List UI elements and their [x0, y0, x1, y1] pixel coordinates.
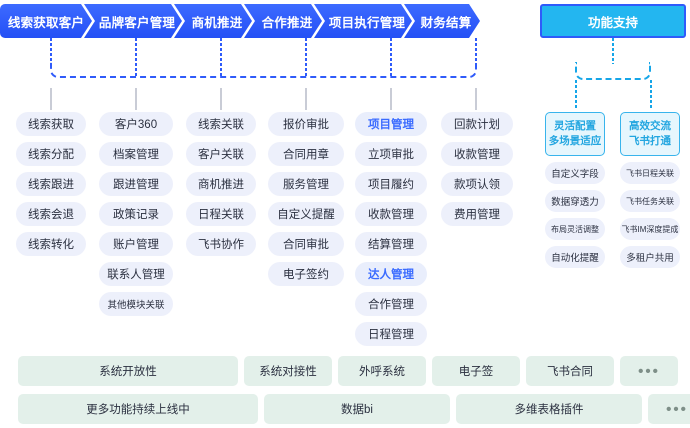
feature-pill[interactable]: 电子签约 [268, 262, 344, 286]
drop-line-1 [50, 88, 52, 110]
capability-bar[interactable]: 数据bi [264, 394, 450, 424]
feature-pill[interactable]: 客户关联 [186, 142, 256, 166]
feature-pill[interactable]: 款项认领 [441, 172, 513, 196]
support-card-line1: 高效交流 [629, 119, 671, 132]
flow-stage-3[interactable]: 商机推进 [174, 4, 252, 38]
capability-bar[interactable]: 飞书合同 [526, 356, 614, 386]
column-finance: 回款计划收款管理款项认领费用管理 [441, 112, 513, 226]
column-opportunity: 线索关联客户关联商机推进日程关联飞书协作 [186, 112, 256, 256]
support-feature-card[interactable]: 高效交流飞书打通 [620, 112, 680, 156]
drop-line-4 [305, 88, 307, 110]
drop-line-support-right [650, 80, 652, 110]
connector-stem-4 [305, 38, 307, 78]
feature-pill[interactable]: 日程关联 [186, 202, 256, 226]
flow-stage-5[interactable]: 项目执行管理 [314, 4, 412, 38]
support-feature-card[interactable]: 灵活配置多场景适应 [545, 112, 605, 156]
connector-bus-main [50, 58, 477, 78]
column-project-execution: 项目管理立项审批项目履约收款管理结算管理达人管理合作管理日程管理 [355, 112, 427, 346]
support-card-line1: 灵活配置 [554, 119, 596, 132]
capability-bar[interactable]: 系统对接性 [244, 356, 332, 386]
capability-bar[interactable]: 外呼系统 [338, 356, 426, 386]
flow-stage-label: 合作推进 [261, 15, 313, 30]
feature-pill[interactable]: 自定义提醒 [268, 202, 344, 226]
support-pill[interactable]: 自定义字段 [545, 162, 605, 184]
support-pill[interactable]: 布局灵活调整 [545, 218, 605, 240]
more-button[interactable]: ••• [648, 394, 690, 424]
support-stage-box[interactable]: 功能支持 [540, 4, 686, 38]
connector-stem-1 [50, 38, 52, 64]
feature-pill[interactable]: 合作管理 [355, 292, 427, 316]
support-pill[interactable]: 数据穿透力 [545, 190, 605, 212]
capability-bar[interactable]: 更多功能持续上线中 [18, 394, 258, 424]
support-stage-label: 功能支持 [587, 15, 638, 30]
support-pill[interactable]: 自动化提醒 [545, 246, 605, 268]
flow-stage-label: 财务结算 [420, 15, 472, 30]
feature-pill[interactable]: 合同审批 [268, 232, 344, 256]
flow-stage-1[interactable]: 线索获取客户 [0, 4, 92, 38]
flow-stage-label: 品牌客户管理 [98, 15, 176, 30]
column-cooperation: 报价审批合同用章服务管理自定义提醒合同审批电子签约 [268, 112, 344, 286]
support-pill[interactable]: 飞书IM深度提成 [620, 218, 680, 240]
connector-bus-support [575, 62, 651, 80]
capability-bar[interactable]: 电子签 [432, 356, 520, 386]
feature-pill[interactable]: 线索分配 [16, 142, 86, 166]
more-button[interactable]: ••• [620, 356, 678, 386]
flow-stage-6[interactable]: 财务结算 [404, 4, 480, 38]
process-flow-row: 线索获取客户品牌客户管理商机推进 合作推进项目执行管理财务结算 [0, 4, 540, 38]
feature-pill[interactable]: 账户管理 [99, 232, 173, 256]
support-pill[interactable]: 飞书任务关联 [620, 190, 680, 212]
connector-stem-5 [390, 38, 392, 78]
feature-pill[interactable]: 档案管理 [99, 142, 173, 166]
feature-pill[interactable]: 收款管理 [355, 202, 427, 226]
flow-stage-label: 项目执行管理 [328, 15, 406, 30]
drop-line-support-left [575, 80, 577, 110]
feature-pill[interactable]: 线索获取 [16, 112, 86, 136]
feature-pill[interactable]: 费用管理 [441, 202, 513, 226]
flow-stage-4[interactable]: 合作推进 [244, 4, 322, 38]
feature-pill[interactable]: 回款计划 [441, 112, 513, 136]
feature-pill[interactable]: 政策记录 [99, 202, 173, 226]
drop-line-2 [135, 88, 137, 110]
feature-pill[interactable]: 结算管理 [355, 232, 427, 256]
feature-pill[interactable]: 飞书协作 [186, 232, 256, 256]
feature-pill[interactable]: 线索跟进 [16, 172, 86, 196]
connector-stem-3 [220, 38, 222, 78]
flow-stage-label: 线索获取客户 [7, 15, 85, 30]
capability-bar[interactable]: 系统开放性 [18, 356, 238, 386]
feature-pill[interactable]: 线索转化 [16, 232, 86, 256]
feature-pill[interactable]: 线索会退 [16, 202, 86, 226]
support-pill[interactable]: 多租户共用 [620, 246, 680, 268]
feature-pill[interactable]: 线索关联 [186, 112, 256, 136]
connector-stem-6 [475, 38, 477, 64]
column-lead: 线索获取线索分配线索跟进线索会退线索转化 [16, 112, 86, 256]
support-pill[interactable]: 飞书日程关联 [620, 162, 680, 184]
feature-pill[interactable]: 合同用章 [268, 142, 344, 166]
feature-pill[interactable]: 联系人管理 [99, 262, 173, 286]
flow-stage-2[interactable]: 品牌客户管理 [84, 4, 182, 38]
support-column-right: 高效交流飞书打通飞书日程关联飞书任务关联飞书IM深度提成多租户共用 [620, 112, 680, 268]
connector-stem-support [612, 38, 614, 64]
support-card-line2: 多场景适应 [548, 135, 602, 147]
support-card-line2: 飞书打通 [629, 135, 671, 147]
drop-line-5 [390, 88, 392, 110]
feature-pill[interactable]: 项目管理 [355, 112, 427, 136]
drop-line-3 [220, 88, 222, 110]
support-column-left: 灵活配置多场景适应自定义字段数据穿透力布局灵活调整自动化提醒 [545, 112, 605, 268]
flow-stage-label: 商机推进 [191, 15, 243, 30]
feature-pill[interactable]: 客户360 [99, 112, 173, 136]
feature-pill[interactable]: 跟进管理 [99, 172, 173, 196]
feature-pill[interactable]: 达人管理 [355, 262, 427, 286]
feature-pill[interactable]: 立项审批 [355, 142, 427, 166]
column-brand-customer: 客户360 档案管理跟进管理政策记录账户管理联系人管理其他模块关联 [99, 112, 173, 316]
feature-pill[interactable]: 商机推进 [186, 172, 256, 196]
capability-bar[interactable]: 多维表格插件 [456, 394, 642, 424]
drop-line-6 [475, 88, 477, 110]
feature-pill[interactable]: 报价审批 [268, 112, 344, 136]
feature-pill[interactable]: 其他模块关联 [99, 292, 173, 316]
connector-stem-2 [135, 38, 137, 78]
feature-pill[interactable]: 日程管理 [355, 322, 427, 346]
feature-pill[interactable]: 收款管理 [441, 142, 513, 166]
feature-pill[interactable]: 服务管理 [268, 172, 344, 196]
feature-pill[interactable]: 项目履约 [355, 172, 427, 196]
